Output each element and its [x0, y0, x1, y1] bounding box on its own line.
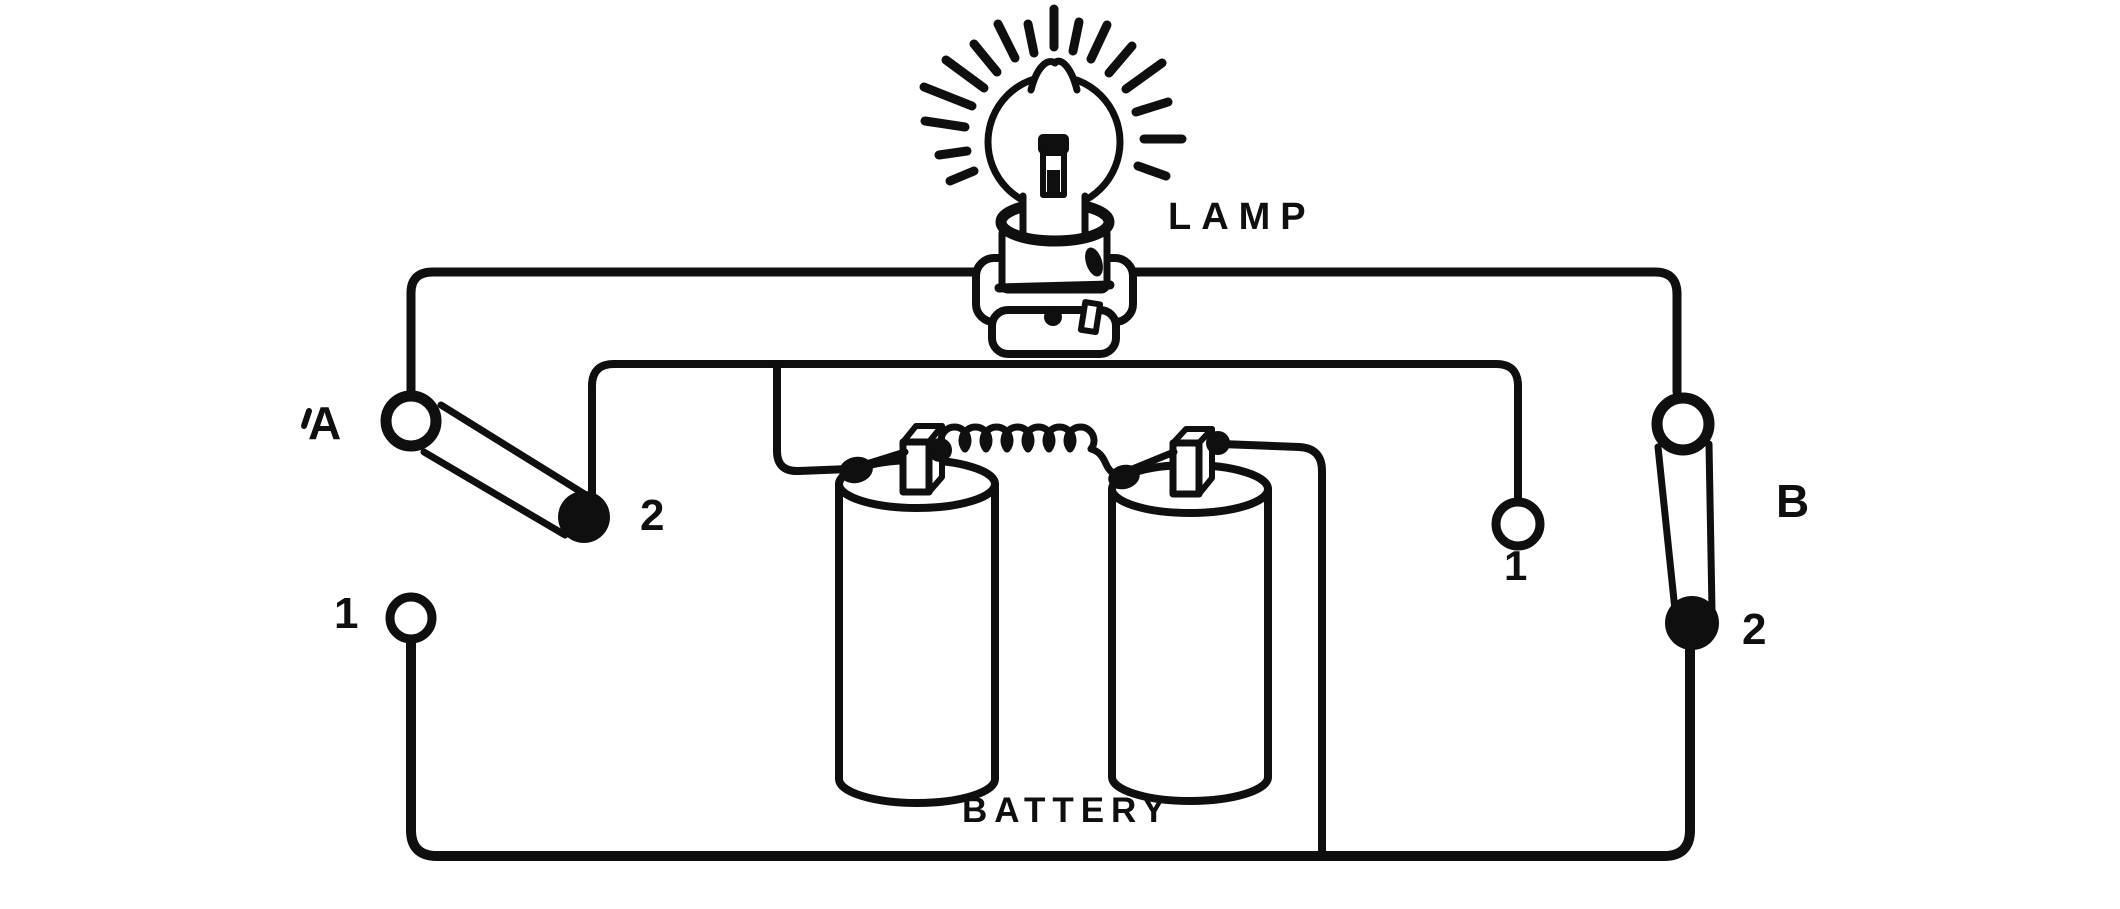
- switch-a-pivot: [380, 390, 442, 452]
- switch-b-blade-right-edge: [1705, 440, 1716, 614]
- switch-b-pivot: [1651, 392, 1715, 456]
- switch-a-blade-upper-edge: [437, 401, 590, 499]
- switch-a-contact-1-label: 1: [334, 589, 359, 638]
- switch-a-icon: [301, 390, 610, 644]
- socket-key: [1077, 299, 1104, 336]
- filament-base: [1047, 170, 1060, 192]
- battery-cell-right-body: [1108, 485, 1272, 805]
- switch-a-contact-2-dot: [558, 491, 610, 543]
- lamp-label: LAMP: [1168, 196, 1316, 238]
- terminal-blob-right-coil: [1108, 464, 1140, 490]
- socket-screw-dot: [1044, 308, 1062, 326]
- switch-b-contact-2-label: 2: [1742, 605, 1767, 654]
- switch-b-contact-2-dot: [1665, 596, 1719, 650]
- ink-speck: [301, 408, 312, 429]
- wire-traveler-a2-to-b1: [588, 360, 1522, 503]
- battery-label: BATTERY: [962, 791, 1173, 830]
- switch-b-icon: [1491, 392, 1719, 650]
- wire-battery-left-branch: [773, 364, 853, 476]
- switch-a-contact-2-label: 2: [640, 491, 665, 540]
- battery-cell-left-body: [835, 480, 999, 807]
- battery-right-connector: [1126, 448, 1178, 474]
- bulb-rays-icon: [919, 4, 1187, 186]
- bulb-neck-fill: [1023, 194, 1085, 232]
- switch-a-contact-1-dot: [385, 592, 437, 644]
- switch-a-label: A: [308, 397, 342, 449]
- switch-b-blade-left-edge: [1654, 443, 1679, 614]
- switch-b-contact-1-dot: [1491, 497, 1545, 551]
- battery-coil-wire: [937, 423, 1125, 481]
- socket-junction-band: [994, 280, 1115, 293]
- lamp-bulb-icon: [919, 4, 1187, 358]
- terminal-blob-left-outer: [839, 456, 873, 484]
- terminal-blob-right-post: [1206, 431, 1230, 455]
- switch-b-contact-1-label: 1: [1504, 542, 1528, 589]
- socket-shade-mark: [1085, 247, 1103, 277]
- wire-battery-right-branch: [1217, 440, 1326, 856]
- battery-icon: [835, 423, 1272, 807]
- switch-a-blade-lower-edge: [420, 448, 569, 539]
- filament-cap: [1038, 134, 1069, 154]
- bulb-tip: [1027, 57, 1081, 94]
- terminal-blob-left-post: [928, 438, 952, 462]
- battery-terminal-post-right: [1169, 426, 1215, 498]
- switch-b-label: B: [1776, 475, 1810, 527]
- wire-bottom-a1-to-b2: [406, 637, 1695, 861]
